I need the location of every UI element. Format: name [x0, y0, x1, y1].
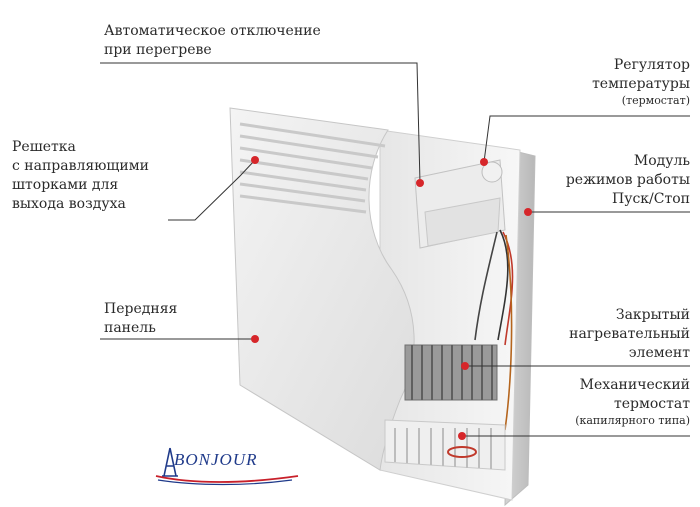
label-grille-line2: с направляющими	[12, 158, 149, 174]
heating-element	[404, 344, 498, 401]
leader-lines	[100, 62, 690, 437]
label-front-panel-line1: Передняя	[104, 301, 178, 317]
label-regulator-line1: Регулятор	[613, 57, 690, 73]
capillary-coil	[447, 446, 477, 458]
label-grille: Решетка с направляющими шторками для вых…	[12, 138, 149, 214]
label-grille-line3: шторками для	[12, 177, 119, 193]
label-auto-off-line1: Автоматическое отключение	[104, 23, 321, 39]
thermostat-knob	[481, 161, 503, 183]
label-mech-note: (капилярного типа)	[575, 414, 690, 427]
label-module-line2: режимов работы	[565, 172, 690, 188]
label-front-panel-line2: панель	[104, 320, 156, 336]
label-auto-off: Автоматическое отключение при перегреве	[104, 22, 321, 60]
label-mech-line1: Механический	[579, 377, 690, 393]
eiffel-tower-icon	[155, 447, 299, 486]
label-module: Модуль режимов работы Пуск/Стоп	[540, 152, 690, 209]
label-grille-line4: выхода воздуха	[12, 196, 126, 212]
air-grille	[239, 122, 386, 214]
label-regulator-note: (термостат)	[621, 94, 690, 107]
label-heating-line3: элемент	[628, 345, 690, 361]
label-front-panel: Передняя панель	[104, 300, 177, 338]
label-module-line3: Пуск/Стоп	[612, 191, 690, 207]
label-heating-line2: нагревательный	[569, 326, 690, 342]
label-mech: Механический термостат (капилярного типа…	[540, 376, 690, 428]
markers	[251, 156, 532, 440]
wiring	[474, 229, 514, 431]
label-heating: Закрытый нагревательный элемент	[540, 306, 690, 363]
bottom-grille	[384, 419, 506, 471]
label-auto-off-line2: при перегреве	[104, 42, 212, 58]
label-module-line1: Модуль	[633, 153, 690, 169]
label-grille-line1: Решетка	[12, 139, 76, 155]
label-heating-line1: Закрытый	[615, 307, 690, 323]
label-mech-line2: термостат	[614, 396, 690, 412]
bonjour-logo: BONJOUR	[152, 446, 302, 486]
logo-text: BONJOUR	[174, 450, 258, 469]
label-regulator-line2: температуры	[592, 76, 690, 92]
label-regulator: Регулятор температуры (термостат)	[560, 56, 690, 108]
control-plate	[424, 197, 501, 247]
